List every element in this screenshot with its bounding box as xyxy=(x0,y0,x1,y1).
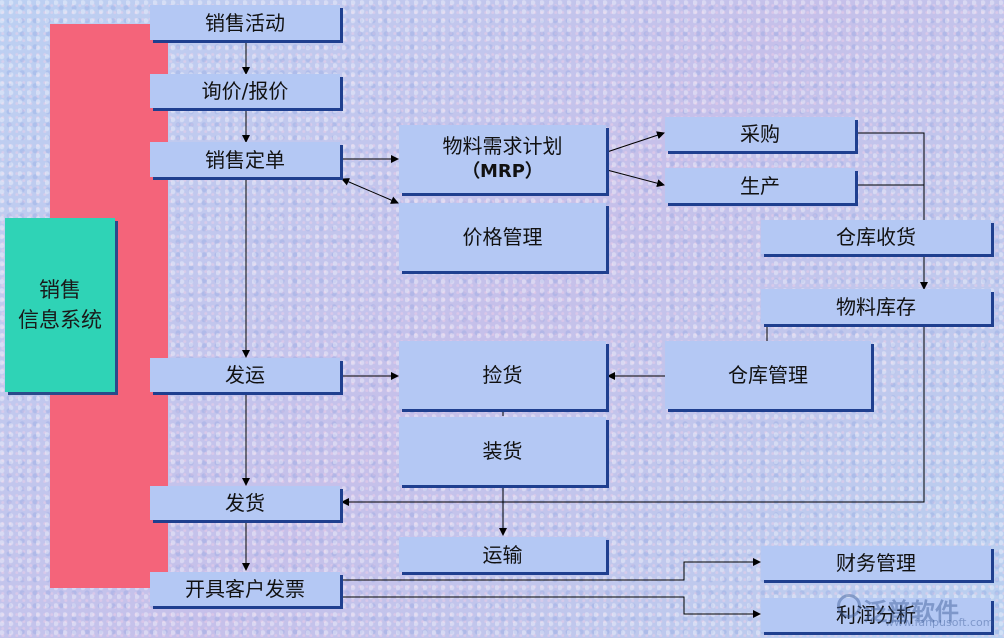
warehouse-receipt-label: 仓库收货 xyxy=(836,225,916,249)
purchase-label: 采购 xyxy=(740,122,780,146)
loading-label: 装货 xyxy=(482,439,523,463)
sales-order-box: 销售定单 xyxy=(150,142,340,177)
production-box: 生产 xyxy=(665,168,855,203)
sales-order-label: 销售定单 xyxy=(205,147,285,172)
inquiry-quote-box: 询价/报价 xyxy=(150,74,340,108)
sales-activity-label: 销售活动 xyxy=(205,10,285,35)
side-label-line2: 信息系统 xyxy=(18,308,102,332)
watermark: 泛普软件 www.fanpusoft.com xyxy=(835,590,1004,638)
picking-label: 捡货 xyxy=(482,363,523,387)
invoice-box: 开具客户发票 xyxy=(150,572,340,606)
shipping-box: 发运 xyxy=(150,358,340,392)
price-mgmt-label: 价格管理 xyxy=(462,225,543,249)
material-inventory-label: 物料库存 xyxy=(836,294,916,319)
sales-info-system-block: 销售 信息系统 xyxy=(5,218,115,392)
delivery-box: 发货 xyxy=(150,486,340,520)
shipping-label: 发运 xyxy=(225,363,265,387)
finance-mgmt-label: 财务管理 xyxy=(836,551,916,575)
invoice-label: 开具客户发票 xyxy=(185,577,305,601)
loading-box: 装货 xyxy=(399,417,606,485)
side-label-line1: 销售 xyxy=(39,278,81,302)
watermark-brand: 泛普软件 xyxy=(863,598,959,626)
picking-box: 捡货 xyxy=(399,341,606,409)
brand-logo-icon xyxy=(837,594,861,618)
warehouse-mgmt-label: 仓库管理 xyxy=(728,363,808,387)
production-label: 生产 xyxy=(740,173,780,198)
sales-activity-box: 销售活动 xyxy=(150,5,340,40)
mrp-box: 物料需求计划 （MRP） xyxy=(399,125,606,193)
transport-box: 运输 xyxy=(399,537,606,572)
warehouse-mgmt-box: 仓库管理 xyxy=(665,341,871,409)
purchase-box: 采购 xyxy=(665,117,855,151)
material-inventory-box: 物料库存 xyxy=(761,289,991,324)
warehouse-receipt-box: 仓库收货 xyxy=(761,220,991,254)
profit-analysis-box: 利润分析 xyxy=(761,598,991,632)
price-mgmt-box: 价格管理 xyxy=(399,203,606,271)
watermark-url: www.fanpusoft.com xyxy=(885,616,994,629)
inquiry-quote-label: 询价/报价 xyxy=(201,79,289,103)
mrp-sub-label: （MRP） xyxy=(462,161,543,182)
delivery-label: 发货 xyxy=(225,491,265,515)
finance-mgmt-box: 财务管理 xyxy=(761,546,991,580)
transport-label: 运输 xyxy=(482,542,523,567)
mrp-label: 物料需求计划 xyxy=(442,134,563,158)
